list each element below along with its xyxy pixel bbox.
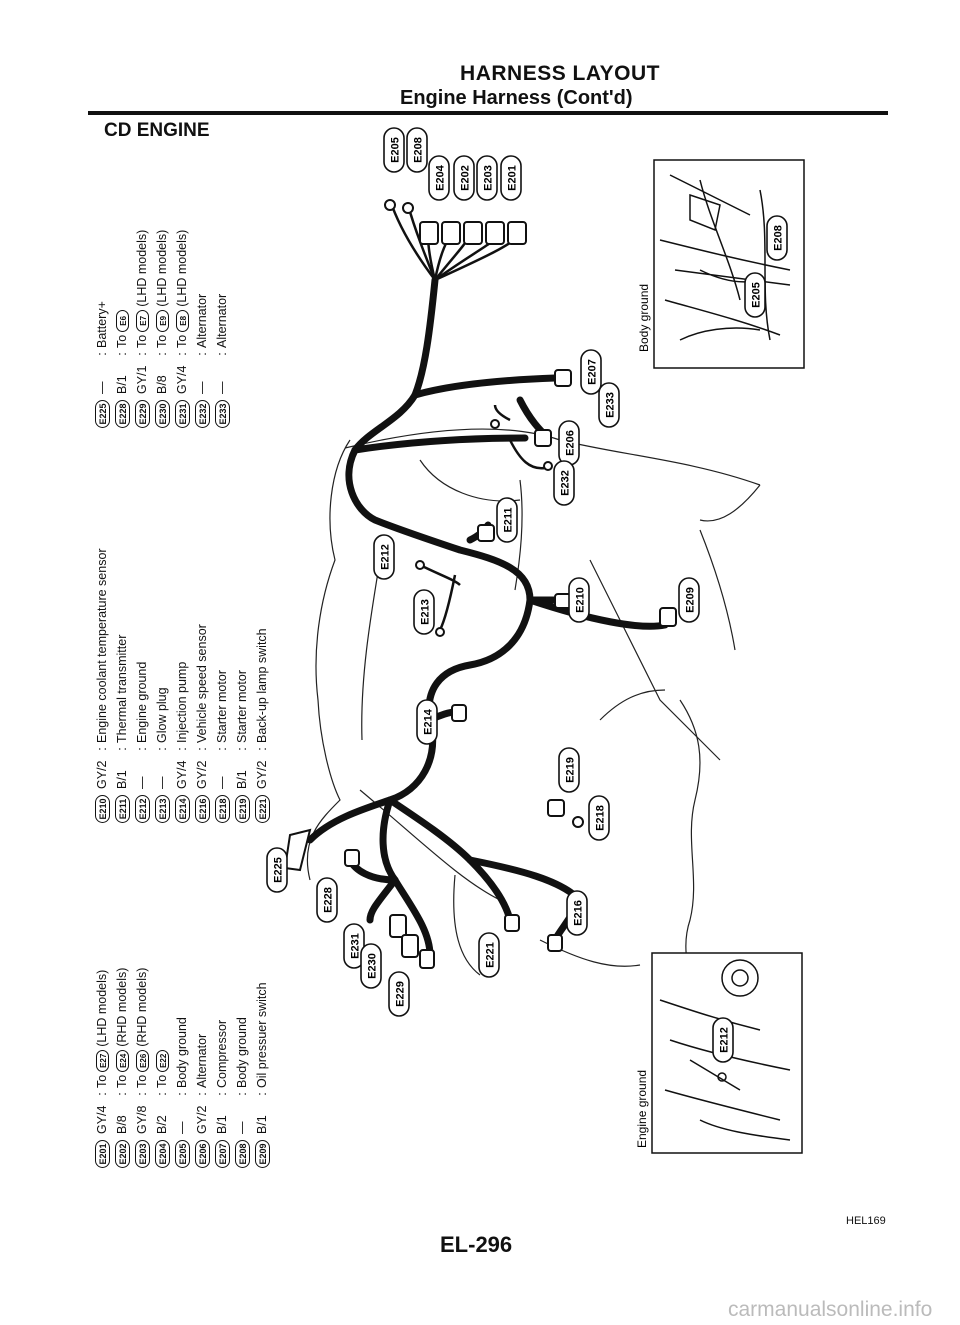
watermark: carmanualsonline.info <box>728 1298 933 1321</box>
label-badge-shape <box>568 577 590 623</box>
label-badge-shape <box>766 215 788 261</box>
connectors <box>283 199 677 969</box>
label-badge-shape <box>678 577 700 623</box>
connector-label-text: E206 <box>565 430 577 456</box>
connector-label-text: E205 <box>751 282 763 308</box>
inset-bottom-label-a: E212 <box>712 1017 734 1063</box>
connector-label-e232: E232 <box>553 460 575 506</box>
connector-label-e230: E230 <box>360 943 382 989</box>
connector-label-e218: E218 <box>588 795 610 841</box>
connector-label-e211: E211 <box>496 497 518 543</box>
connector-label-e216: E216 <box>566 890 588 936</box>
connector-label-text: E208 <box>413 137 425 163</box>
label-badge-shape <box>360 943 382 989</box>
connector-label-text: E204 <box>435 164 447 191</box>
connector-label-text: E231 <box>350 933 362 959</box>
figure-reference: HEL169 <box>846 1215 886 1227</box>
connector-label-e214: E214 <box>416 699 438 745</box>
label-badge-shape <box>566 890 588 936</box>
header-rule <box>88 111 888 115</box>
connector-label-text: E232 <box>560 470 572 496</box>
connector-label-e212: E212 <box>373 534 395 580</box>
label-badge-shape <box>428 155 450 201</box>
label-badge-shape <box>712 1017 734 1063</box>
connector-label-e229: E229 <box>388 971 410 1017</box>
connector-label-text: E216 <box>573 900 585 926</box>
connector-label-e203: E203 <box>476 155 498 201</box>
label-badge-shape <box>500 155 522 201</box>
engine-outline <box>306 428 761 1001</box>
connector-label-text: E214 <box>423 708 435 735</box>
connector-label-text: E229 <box>395 981 407 1007</box>
label-badge-shape <box>383 127 405 173</box>
connector-label-text: E219 <box>565 757 577 783</box>
connector-label-e202: E202 <box>453 155 475 201</box>
connector-label-e228: E228 <box>316 877 338 923</box>
label-badge-shape <box>580 349 602 395</box>
connector-label-e205: E205 <box>383 127 405 173</box>
label-badge-shape <box>406 127 428 173</box>
connector-label-text: E202 <box>460 165 472 191</box>
label-badge-shape <box>558 747 580 793</box>
page-number: EL-296 <box>440 1232 513 1257</box>
page-title: HARNESS LAYOUT <box>460 62 660 85</box>
label-badge-shape <box>553 460 575 506</box>
connector-label-e204: E204 <box>428 155 450 201</box>
connector-label-text: E211 <box>503 507 515 532</box>
label-badge-shape <box>373 534 395 580</box>
connector-label-text: E209 <box>685 587 697 613</box>
connector-label-e209: E209 <box>678 577 700 623</box>
connector-label-text: E225 <box>273 857 285 883</box>
connector-label-e206: E206 <box>558 420 580 466</box>
connector-label-e219: E219 <box>558 747 580 793</box>
connector-label-text: E233 <box>605 392 617 418</box>
connector-label-e201: E201 <box>500 155 522 201</box>
connector-label-text: E212 <box>719 1027 731 1053</box>
connector-label-text: E230 <box>367 953 379 979</box>
connector-label-text: E203 <box>483 165 495 191</box>
connector-label-text: E213 <box>420 599 432 625</box>
connector-label-text: E212 <box>380 544 392 570</box>
connector-label-text: E208 <box>773 225 785 251</box>
connector-label-text: E207 <box>587 359 599 385</box>
connector-label-text: E201 <box>507 165 519 191</box>
label-badge-shape <box>266 847 288 893</box>
label-badge-shape <box>496 497 518 543</box>
label-badge-shape <box>453 155 475 201</box>
connector-label-e208: E208 <box>406 127 428 173</box>
connector-label-text: E221 <box>485 942 497 968</box>
connector-label-e221: E221 <box>478 932 500 978</box>
connector-label-e207: E207 <box>580 349 602 395</box>
branch-wires <box>388 199 546 631</box>
label-badge-shape <box>413 589 435 635</box>
main-harness <box>306 276 669 959</box>
connector-label-text: E205 <box>390 137 402 163</box>
inset-top-caption: Body ground <box>637 284 651 352</box>
label-badge-shape <box>588 795 610 841</box>
connector-label-e213: E213 <box>413 589 435 635</box>
connector-label-text: E210 <box>575 587 587 613</box>
inset-top-label-a: E208 <box>766 215 788 261</box>
label-badge-shape <box>598 382 620 428</box>
label-badge-shape <box>316 877 338 923</box>
section-title: CD ENGINE <box>104 120 210 141</box>
connector-label-e210: E210 <box>568 577 590 623</box>
inset-top-label-b: E205 <box>744 272 766 318</box>
inset-bottom-caption: Engine ground <box>635 1070 649 1148</box>
page-subtitle: Engine Harness (Cont'd) <box>400 87 633 109</box>
connector-label-e231: E231 <box>343 923 365 969</box>
label-badge-shape <box>744 272 766 318</box>
label-badge-shape <box>478 932 500 978</box>
label-badge-shape <box>388 971 410 1017</box>
connector-label-e225: E225 <box>266 847 288 893</box>
connector-label-text: E228 <box>323 887 335 913</box>
connector-label-e233: E233 <box>598 382 620 428</box>
connector-label-text: E218 <box>595 805 607 831</box>
label-badge-shape <box>416 699 438 745</box>
inset-top <box>653 159 805 369</box>
label-badge-shape <box>476 155 498 201</box>
